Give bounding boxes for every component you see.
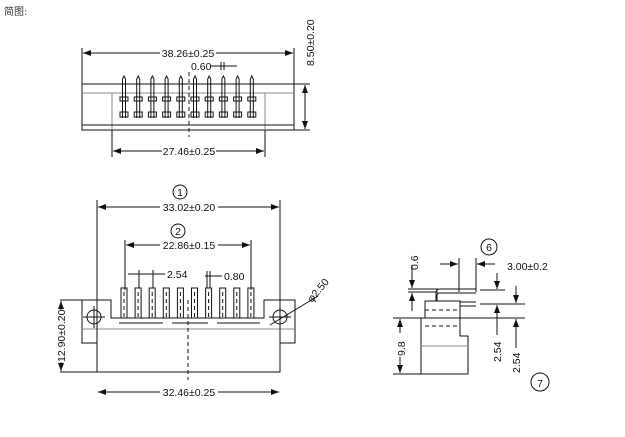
front-pin (247, 287, 255, 318)
dim-pin-thickness: 0.6 (409, 255, 421, 270)
dim-pin-span: 22.86±0.15 (163, 240, 216, 252)
callout-7: 7 (537, 378, 543, 390)
top-body (81, 83, 295, 131)
top-pin (233, 74, 243, 118)
dim-inner-width: 27.46±0.25 (163, 146, 216, 158)
dim-pitch: 2.54 (167, 269, 188, 281)
dim-height: 12.90±0.20 (56, 309, 68, 362)
dim-pin-width: 0.80 (224, 271, 245, 283)
dim-body-height: 9.8 (396, 341, 408, 356)
side-body (420, 300, 469, 375)
caption: 简图: (4, 7, 28, 18)
front-pin (233, 287, 241, 318)
top-pin (119, 74, 129, 118)
dim-pin-width: 0.60 (191, 61, 212, 73)
top-pin (133, 74, 143, 118)
callout-1: 1 (177, 187, 183, 199)
dim-height: 8.50±0.20 (305, 19, 317, 66)
front-pin (148, 287, 156, 318)
top-pin (147, 74, 157, 118)
front-pin (120, 287, 128, 318)
top-pin (247, 74, 257, 118)
top-pin (162, 74, 172, 118)
top-pin (176, 74, 186, 118)
dim-base-width: 32.46±0.25 (163, 387, 216, 399)
callout-2: 2 (175, 226, 181, 238)
front-pin (219, 287, 227, 318)
dim-row-pitch-1: 2.54 (492, 341, 504, 362)
dim-overall-width: 33.02±0.20 (163, 202, 216, 214)
top-pin (218, 74, 228, 118)
front-pin (134, 287, 142, 318)
top-pin (190, 74, 200, 118)
front-pin (162, 287, 170, 318)
dim-hole-diameter: φ2.50 (305, 276, 332, 305)
dim-pin-length: 3.00±0.2 (507, 261, 548, 273)
top-pins (119, 74, 257, 118)
front-pins (120, 287, 255, 318)
front-pin (191, 287, 198, 318)
callout-6: 6 (486, 242, 492, 254)
front-pin (176, 287, 184, 318)
front-view: φ2.50 1 33.02±0.20 2 22.86±0.15 2.54 0.8… (54, 184, 332, 399)
side-view: 0.6 9.8 6 3.00±0.2 2.54 2.54 7 (393, 238, 550, 392)
front-pin (205, 287, 213, 318)
dim-overall-width: 38.26±0.25 (162, 48, 215, 60)
dim-row-pitch-2: 2.54 (511, 352, 523, 373)
top-pin (204, 74, 214, 118)
top-view: 38.26±0.25 0.60 8.50±0.20 27.46±0.25 (81, 19, 317, 158)
